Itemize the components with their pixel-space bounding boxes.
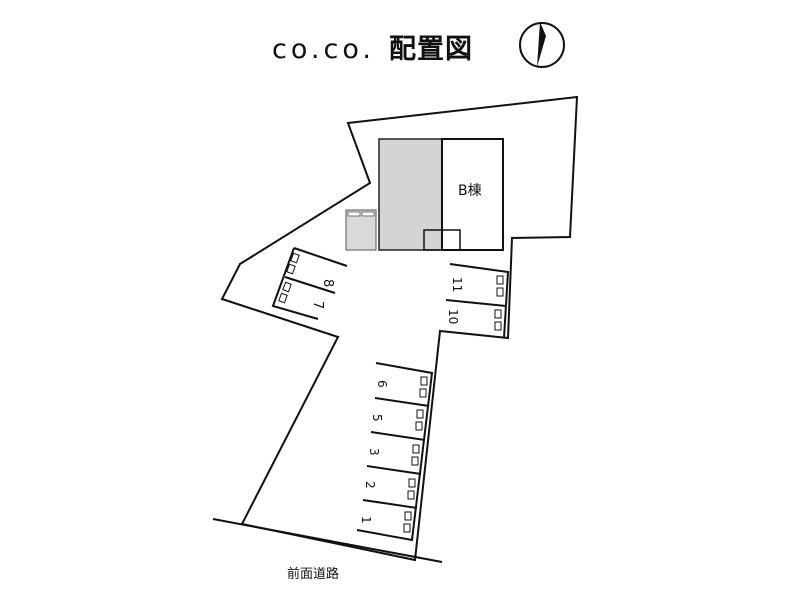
storage-shed	[345, 209, 377, 251]
parking-space-number: 10	[446, 309, 460, 324]
storage-window	[347, 211, 361, 217]
entrance	[423, 229, 461, 251]
parking-space-number: 8	[320, 279, 335, 287]
map-title: co.co. 配置図	[272, 27, 473, 66]
parking-upper-right	[445, 263, 510, 339]
parking-space-number: 5	[370, 414, 384, 422]
layout-label: 配置図	[388, 34, 473, 65]
parking-space-number: 6	[375, 380, 389, 388]
road-label: 前面道路	[287, 566, 339, 582]
parking-space-number: 7	[310, 301, 325, 309]
property-name: co.co.	[272, 34, 375, 65]
parking-upper-left	[271, 247, 348, 320]
road-edge	[212, 518, 443, 563]
parking-space-number: 3	[367, 448, 381, 456]
building-b	[441, 138, 504, 251]
parking-lower	[356, 362, 434, 542]
storage-window	[361, 211, 375, 217]
building-label: B棟	[458, 183, 482, 199]
north-arrow-icon	[519, 22, 565, 68]
parking-space-number: 2	[363, 481, 377, 489]
parking-space-number: 1	[359, 516, 373, 524]
parking-space-number: 11	[450, 277, 464, 292]
building-annex	[378, 138, 443, 251]
